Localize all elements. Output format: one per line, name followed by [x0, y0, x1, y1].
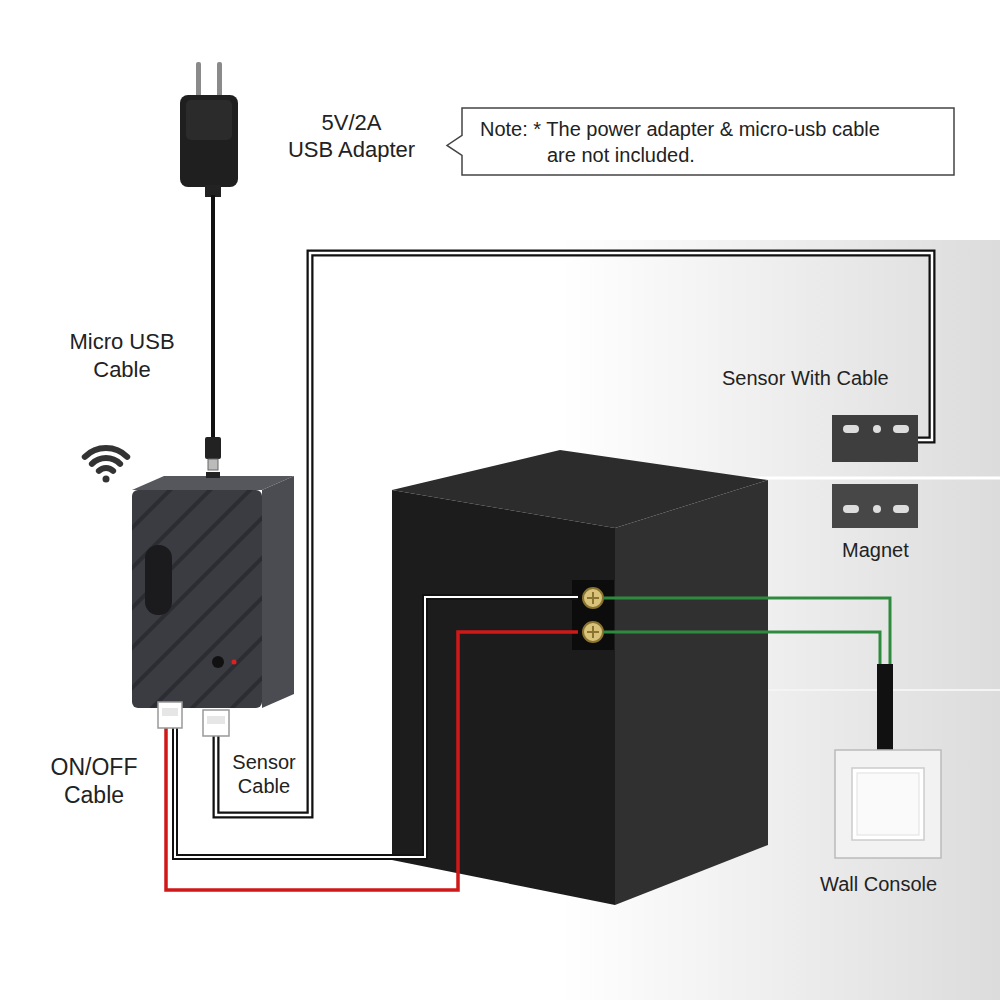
- callout-border: [447, 108, 954, 175]
- door-sensor: [843, 425, 859, 433]
- part-label: 5V/2A USB Adapter: [285, 110, 418, 164]
- micro-usb-cable: [205, 437, 221, 459]
- door-sensor: [832, 415, 918, 462]
- part-label: Sensor With Cable: [722, 366, 889, 390]
- controller-unit: [212, 656, 224, 668]
- wall-switch: [835, 750, 941, 858]
- wall-console-wires: [603, 598, 893, 752]
- micro-usb-cable: [208, 459, 218, 470]
- wall-switch: [852, 768, 924, 840]
- terminal-block: [592, 592, 594, 604]
- note-callout: Note: * The power adapter & micro-usb ca…: [447, 108, 955, 176]
- note-text: Note: * The power adapter & micro-usb ca…: [480, 116, 897, 168]
- usb-adapter: [186, 100, 232, 140]
- door-sensor: [893, 425, 909, 433]
- motor-housing: [615, 480, 768, 905]
- wifi-symbol: [85, 448, 127, 482]
- controller-unit: [206, 472, 220, 478]
- sensor-wire: [216, 253, 932, 815]
- controller-unit: [160, 610, 262, 708]
- magnet: [832, 484, 918, 528]
- usb-adapter: [180, 62, 238, 197]
- controller-unit: [262, 476, 294, 708]
- controller-unit: [100, 470, 294, 740]
- sensor-wire: [216, 253, 932, 815]
- usb-adapter: [217, 62, 222, 98]
- motor-housing: [392, 450, 768, 905]
- part-label: Wall Console: [820, 872, 937, 896]
- usb-adapter: [180, 95, 238, 187]
- part-label: ON/OFF Cable: [38, 754, 150, 809]
- controller-unit: [200, 650, 262, 708]
- usb-adapter: [196, 62, 201, 98]
- wifi-symbol: [92, 458, 120, 464]
- magnet: [873, 505, 881, 513]
- sensor-wire: [216, 253, 932, 815]
- controller-unit: [132, 490, 262, 708]
- part-label: Sensor Cable: [224, 750, 304, 798]
- controller-unit: [132, 490, 262, 708]
- wall-console-wires: [877, 664, 893, 752]
- terminal-block: [583, 588, 603, 608]
- controller-unit: [145, 545, 172, 615]
- wifi-symbol: [85, 448, 127, 457]
- controller-unit: [203, 710, 229, 736]
- wifi-symbol: [99, 468, 113, 471]
- micro-usb-cable: [205, 195, 221, 470]
- door-sensor: [832, 415, 918, 462]
- terminal-block: [572, 580, 614, 650]
- door-sensor: [873, 425, 881, 433]
- controller-unit: [207, 716, 225, 724]
- controller-unit: [158, 702, 182, 728]
- controller-unit: [132, 490, 262, 680]
- wall-console-wires: [603, 598, 890, 668]
- micro-usb-cable: [211, 195, 215, 440]
- part-label: Magnet: [842, 538, 909, 562]
- terminal-block: [572, 580, 614, 650]
- magnet: [832, 484, 918, 528]
- magnet: [843, 505, 859, 513]
- wall-switch: [857, 773, 919, 835]
- wall-console-wires: [603, 632, 880, 668]
- controller-unit: [232, 660, 237, 665]
- terminal-block: [592, 626, 594, 638]
- wifi-symbol: [103, 476, 110, 483]
- terminal-block: [583, 622, 603, 642]
- wall-switch: [835, 750, 941, 858]
- part-label: Micro USB Cable: [62, 328, 182, 383]
- magnet: [893, 505, 909, 513]
- controller-unit: [162, 708, 178, 716]
